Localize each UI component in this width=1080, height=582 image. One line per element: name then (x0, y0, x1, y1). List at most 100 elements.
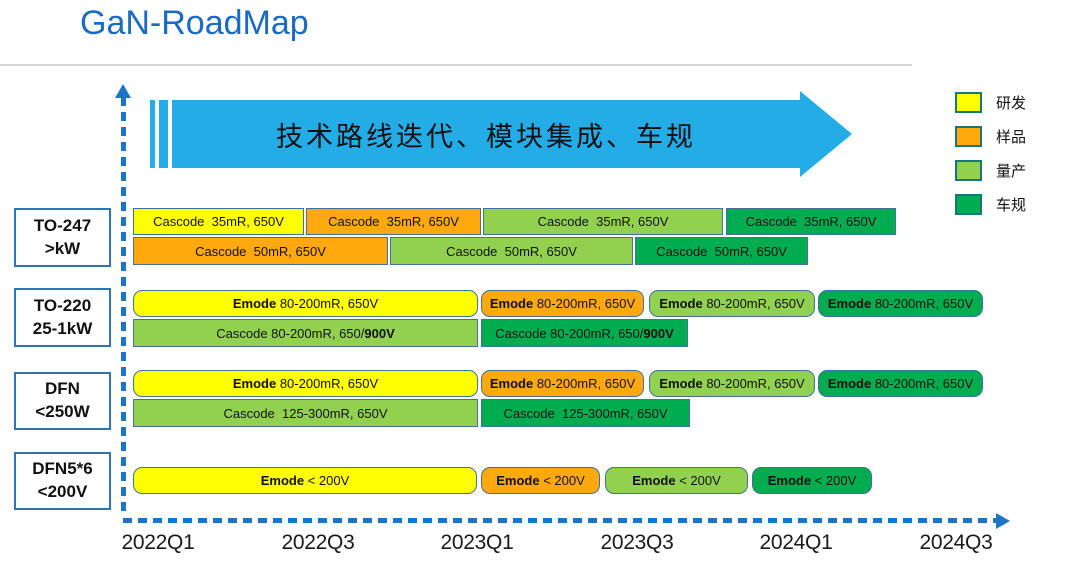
package-name: TO-220 (33, 295, 92, 315)
bar-label: Emode (232, 376, 277, 391)
bar-label: 900V (643, 325, 674, 341)
bar-label: Emode (489, 376, 534, 391)
roadmap-bar: Emode 80-200mR, 650V (649, 370, 815, 397)
bar-label: Emode (827, 376, 872, 391)
bar-label: Cascode 35mR, 650V (328, 214, 459, 229)
bar-label: 80-200mR, 650V (702, 296, 805, 311)
power-range: 25-1kW (32, 318, 93, 338)
banner-body (172, 100, 800, 168)
roadmap-bar: Emode 80-200mR, 650V (133, 370, 478, 397)
roadmap-bar: Cascode 50mR, 650V (133, 237, 388, 265)
y-axis-line (121, 97, 126, 516)
legend-label: 量产 (996, 163, 1027, 180)
x-axis-line (123, 518, 996, 523)
banner-text: 技术路线迭代、模块集成、车规 (276, 121, 696, 152)
bar-label: Emode (232, 296, 277, 311)
legend-label: 研发 (996, 95, 1027, 112)
legend-item: 车规 (955, 194, 1026, 215)
roadmap-bar: Cascode 125-300mR, 650V (481, 399, 690, 427)
roadmap-bar: Cascode 80-200mR, 650/900V (481, 319, 688, 347)
bar-label: Emode (489, 296, 534, 311)
bar-label: Cascode 50mR, 650V (446, 243, 577, 259)
roadmap-bar: Cascode 50mR, 650V (390, 237, 633, 265)
legend-swatch-icon (955, 126, 982, 147)
bar-label: Cascode 125-300mR, 650V (503, 405, 668, 421)
banner-stripe-icon (159, 100, 168, 168)
x-axis-tick-label: 2022Q3 (281, 531, 355, 554)
legend-swatch-icon (955, 92, 982, 113)
roadmap-bar: Emode < 200V (481, 467, 600, 494)
roadmap-bar: Emode 80-200mR, 650V (649, 290, 815, 317)
bar-label: < 200V (811, 473, 857, 488)
bar-label: 80-200mR, 650V (702, 376, 805, 391)
group-label-to-220: TO-220 25-1kW (14, 288, 111, 347)
roadmap-bar: Cascode 50mR, 650V (635, 237, 808, 265)
roadmap-bar: Emode < 200V (752, 467, 872, 494)
bar-label: Emode (659, 376, 703, 391)
roadmap-bar: Emode < 200V (605, 467, 748, 494)
legend: 研发样品量产车规 (955, 92, 1026, 215)
bar-label: Emode (659, 296, 703, 311)
bar-label: < 200V (539, 473, 585, 488)
bar-label: < 200V (675, 473, 721, 488)
legend-item: 量产 (955, 160, 1026, 181)
package-name: DFN (45, 379, 80, 399)
bar-label: Cascode 80-200mR, 650/ (495, 325, 644, 341)
legend-label: 样品 (996, 129, 1027, 146)
power-range: >kW (44, 238, 81, 258)
roadmap-bar: Cascode 80-200mR, 650/900V (133, 319, 478, 347)
package-name: DFN5*6 (32, 459, 93, 479)
power-range: <250W (35, 402, 90, 421)
bar-label: 80-200mR, 650V (871, 296, 974, 311)
legend-item: 样品 (955, 126, 1026, 147)
bar-label: 900V (364, 325, 395, 341)
bar-label: Emode (827, 296, 872, 311)
legend-swatch-icon (955, 160, 982, 181)
bar-label: Cascode 35mR, 650V (745, 214, 877, 229)
roadmap-bar: Cascode 35mR, 650V (306, 208, 481, 235)
banner-arrowhead-icon (800, 91, 852, 177)
bar-label: 80-200mR, 650V (276, 376, 379, 391)
group-label-dfn5-6: DFN5*6 <200V (14, 452, 111, 510)
bar-label: Cascode 80-200mR, 650/ (216, 325, 365, 341)
bar-label: 80-200mR, 650V (871, 376, 974, 391)
roadmap-bar: Emode 80-200mR, 650V (818, 290, 983, 317)
roadmap-bar: Emode 80-200mR, 650V (818, 370, 983, 397)
bar-label: Cascode 50mR, 650V (656, 243, 787, 259)
power-range: <200V (37, 482, 88, 501)
roadmap-bar: Emode < 200V (133, 467, 477, 494)
x-axis-arrow-icon (996, 512, 1010, 529)
roadmap-bar: Cascode 35mR, 650V (726, 208, 896, 235)
x-axis-tick-label: 2024Q1 (759, 531, 833, 554)
package-name: TO-247 (33, 215, 92, 235)
x-axis-tick-label: 2022Q1 (121, 531, 195, 554)
bar-label: Emode (632, 473, 676, 488)
banner-stripe-icon (150, 100, 155, 168)
roadmap-bar: Cascode 35mR, 650V (483, 208, 723, 235)
x-axis-tick-label: 2023Q1 (440, 531, 514, 554)
bar-label: < 200V (304, 473, 350, 488)
title-underline (0, 64, 912, 66)
page-title: GaN-RoadMap (80, 4, 309, 42)
bar-label: Emode (767, 473, 812, 488)
roadmap-bar: Cascode 125-300mR, 650V (133, 399, 478, 427)
bar-label: Cascode 50mR, 650V (195, 243, 326, 259)
roadmap-bar: Emode 80-200mR, 650V (481, 290, 644, 317)
bar-label: 80-200mR, 650V (533, 376, 636, 391)
bar-label: Cascode 125-300mR, 650V (223, 405, 388, 421)
bar-label: Cascode 35mR, 650V (537, 214, 669, 229)
legend-item: 研发 (955, 92, 1026, 113)
bar-label: Cascode 35mR, 650V (153, 214, 284, 229)
legend-swatch-icon (955, 194, 982, 215)
roadmap-bar: Emode 80-200mR, 650V (133, 290, 478, 317)
x-axis-tick-label: 2023Q3 (600, 531, 674, 554)
bar-label: Emode (260, 473, 305, 488)
group-label-dfn: DFN <250W (14, 372, 111, 430)
legend-label: 车规 (996, 197, 1027, 214)
x-axis-tick-label: 2024Q3 (919, 531, 993, 554)
group-label-to-247: TO-247 >kW (14, 208, 111, 267)
bar-label: 80-200mR, 650V (533, 296, 636, 311)
bar-label: Emode (496, 473, 540, 488)
bar-label: 80-200mR, 650V (276, 296, 379, 311)
